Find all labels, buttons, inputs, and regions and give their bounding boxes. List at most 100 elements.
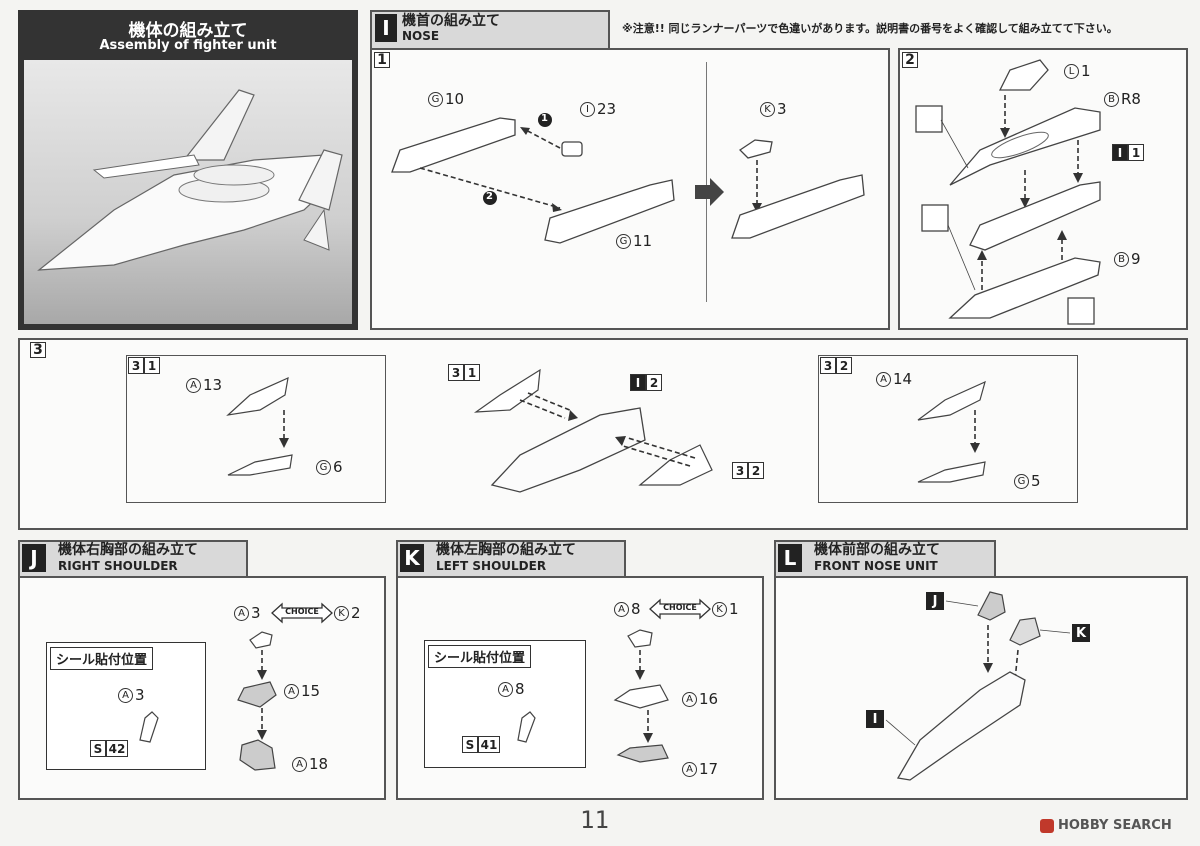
runner-k-icon: K <box>712 601 727 617</box>
label-part: 2 <box>836 357 852 374</box>
label-part: 3 <box>128 357 144 374</box>
runner-i-icon: I <box>580 101 595 117</box>
part-number: 16 <box>699 690 719 708</box>
label-part: 1 <box>144 357 160 374</box>
runner-k-icon: K <box>760 101 775 117</box>
badge-i: I <box>866 710 884 728</box>
section-k-letter: K <box>400 544 424 572</box>
section-k-header <box>396 540 626 576</box>
section-l-title-en: FRONT NOSE UNIT <box>814 559 938 573</box>
page-title-en: Assembly of fighter unit <box>99 38 277 53</box>
section-j-title-en: RIGHT SHOULDER <box>58 559 178 573</box>
sticker-title-k: シール貼付位置 <box>428 645 532 668</box>
order-marker-1: 1 <box>541 113 548 124</box>
step1-panel <box>370 48 890 330</box>
watermark-text: HOBBY SEARCH <box>1058 818 1172 833</box>
section-j-letter: J <box>22 544 46 572</box>
runner-a-icon: A <box>284 683 299 699</box>
part-number: 17 <box>699 760 719 778</box>
section-k-title-en: LEFT SHOULDER <box>436 559 547 573</box>
step1-divider <box>706 62 707 302</box>
section-j-title-jp: 機体右胸部の組み立て <box>58 542 198 558</box>
part-number: 6 <box>333 458 343 476</box>
runner-a-icon: A <box>292 756 307 772</box>
ref-num: 1 <box>1128 144 1144 161</box>
section-i-header <box>370 10 610 48</box>
choice-label: CHOICE <box>663 603 697 612</box>
choice-arrow-icon: CHOICE <box>649 598 711 620</box>
badge-j: J <box>926 592 944 610</box>
page-title-jp: 機体の組み立て <box>128 21 248 41</box>
sticker-s-icon: S <box>90 740 106 757</box>
sticker-number: 42 <box>106 740 128 757</box>
runner-a-icon: A <box>118 687 133 703</box>
part-number: 8 <box>515 680 525 698</box>
part-number: 8 <box>631 600 641 618</box>
runner-l-icon: L <box>1064 63 1079 79</box>
runner-b-icon: B <box>1114 251 1129 267</box>
label-part: 1 <box>464 364 480 381</box>
label-part: 2 <box>748 462 764 479</box>
part-number: 15 <box>301 682 321 700</box>
step3-number: 3 <box>30 342 46 358</box>
label-part: 2 <box>646 374 662 391</box>
part-number: 5 <box>1031 472 1041 490</box>
part-number: R8 <box>1121 90 1141 108</box>
label-part: 3 <box>820 357 836 374</box>
choice-label: CHOICE <box>285 607 319 616</box>
part-number: 11 <box>633 232 653 250</box>
runner-g-icon: G <box>616 233 631 249</box>
section-j-header <box>18 540 248 576</box>
part-number: 1 <box>1081 62 1091 80</box>
section-l-letter: L <box>778 544 802 572</box>
label-part: I <box>630 374 646 391</box>
step2-number: 2 <box>902 52 918 68</box>
section-i-title-en: NOSE <box>402 29 440 43</box>
part-number: 2 <box>351 604 361 622</box>
section-i-letter: I <box>375 14 397 42</box>
part-number: 3 <box>251 604 261 622</box>
runner-a-icon: A <box>614 601 629 617</box>
runner-a-icon: A <box>186 377 201 393</box>
runner-a-icon: A <box>682 691 697 707</box>
step1-number: 1 <box>374 52 390 68</box>
part-number: 3 <box>135 686 145 704</box>
badge-k: K <box>1072 624 1090 642</box>
section-l-header <box>774 540 996 576</box>
order-marker-2: 2 <box>486 191 493 202</box>
runner-a-icon: A <box>876 371 891 387</box>
part-number: 9 <box>1131 250 1141 268</box>
fighter-jet-icon <box>37 89 343 271</box>
runner-g-icon: G <box>428 91 443 107</box>
section-i-title-jp: 機首の組み立て <box>402 13 500 29</box>
sticker-number: 41 <box>478 736 500 753</box>
hobby-search-logo-icon <box>1040 818 1054 833</box>
runner-a-icon: A <box>682 761 697 777</box>
sticker-s-icon: S <box>462 736 478 753</box>
